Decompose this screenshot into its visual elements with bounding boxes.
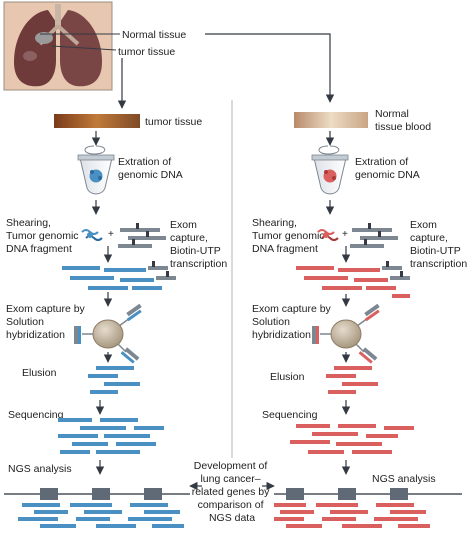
arrow-to-normal-sample [205,33,335,103]
normal-ngs-label: NGS analysis [372,473,436,485]
tumor-extraction-label: Extration of genomic DNA [118,156,183,181]
tumor-dna-tube-icon [77,145,115,195]
normal-sequencing-reads [290,424,414,454]
normal-probes [350,223,398,248]
tumor-dna-fragment-icon [81,229,103,241]
normal-extraction-label: Extration of genomic DNA [355,156,420,181]
normal-eluted-fragments [326,366,378,394]
normal-hybridization-label: Exom capture by Solution hybridization [252,303,334,341]
normal-shearing-label: Shearing, Tumor genomic DNA fragment [252,217,327,255]
tumor-ngs-alignment [4,488,218,528]
tumor-elusion-label: Elusion [22,367,57,379]
tumor-ngs-label: NGS analysis [8,463,72,475]
normal-tissue-sample [294,112,368,128]
normal-ngs-alignment [256,488,462,528]
normal-sample-label: Normal tissue blood [375,108,431,133]
normal-dna-fragment-icon [317,229,339,241]
tumor-sequencing-reads [58,418,164,454]
normal-elusion-label: Elusion [270,371,305,383]
tumor-sample-label: tumor tissue [145,116,202,128]
normal-capture-bead-icon [312,303,380,364]
normal-column: Normal tissue blood Extration of genomic… [252,108,467,528]
tumor-capture-label: Exom capture, Biotin-UTP transcription [170,219,227,270]
tumor-sequencing-label: Sequencing [8,409,64,421]
tumor-tissue-label: tumor tissue [118,46,175,58]
tumor-fragment-pool-1 [62,261,176,290]
normal-sequencing-label: Sequencing [262,409,318,421]
normal-fragment-pool-1 [296,261,410,298]
tumor-column: tumor tissue Extration of genomic DNA Sh… [4,114,227,528]
tumor-probes [118,223,166,248]
plus-sign: + [342,229,348,240]
plus-sign: + [108,229,114,240]
tumor-hybridization-label: Exom capture by Solution hybridization [6,303,88,341]
tumor-shearing-label: Shearing, Tumor genomic DNA fragment [6,217,81,255]
tumor-capture-bead-icon [74,303,142,364]
normal-capture-label: Exom capture, Biotin-UTP transcription [410,219,467,270]
normal-dna-tube-icon [311,145,349,195]
normal-tissue-label: Normal tissue [122,29,186,41]
tumor-eluted-fragments [88,366,140,394]
comparison-label: Development of lung cancer– related gene… [192,460,273,524]
center-comparison: Development of lung cancer– related gene… [189,458,275,532]
tumor-tissue-sample [54,114,140,128]
tumor-tissue-pointer [51,45,117,51]
